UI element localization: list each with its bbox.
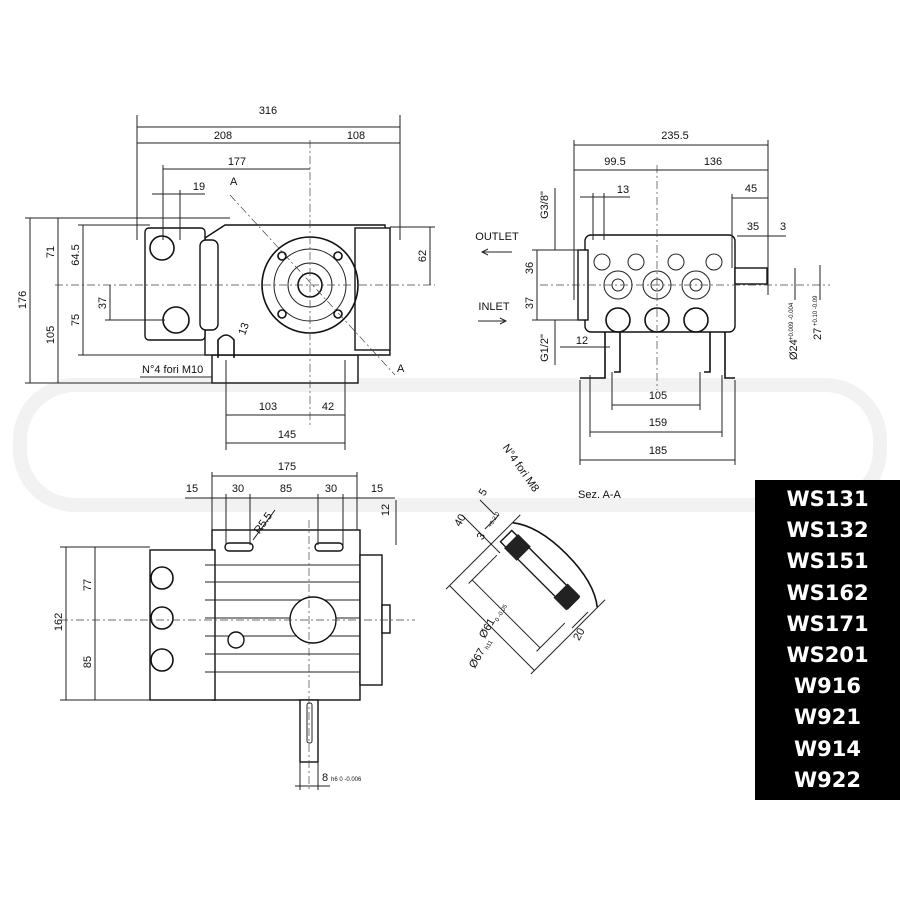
inlet-arrow-icon [478, 317, 508, 325]
watermark [13, 378, 887, 512]
dim-316: 316 [259, 105, 277, 117]
pump-side-body [144, 224, 391, 384]
dim-64-5: 64.5 [70, 244, 82, 265]
dim-37: 37 [524, 297, 536, 309]
dim-108: 108 [347, 130, 365, 142]
dim-62: 62 [417, 250, 429, 262]
dim-30-left: 30 [232, 483, 244, 495]
model-item: WS131 [786, 487, 869, 512]
key-width-tol: h6 0 -0.006 [331, 777, 362, 783]
front-view: 235.5 99.5 136 13 45 35 3 OUTLET INLET G… [475, 130, 830, 465]
inlet-thread: G1/2" [539, 334, 551, 362]
holes-note-m10: N°4 fori M10 [142, 364, 203, 376]
dim-36: 36 [524, 262, 536, 274]
model-item: W914 [794, 736, 861, 761]
dim-35: 35 [747, 221, 759, 233]
dim-13: 13 [617, 184, 629, 196]
model-item: WS171 [786, 611, 869, 636]
dim-45: 45 [745, 183, 757, 195]
outlet-arrow-icon [480, 248, 512, 256]
dim-15-right: 15 [371, 483, 383, 495]
dim-145: 145 [278, 429, 296, 441]
section-title: Sez. A-A [578, 489, 621, 501]
top-view: 175 15 30 85 30 15 R5.5 12 162 77 85 8 h… [53, 461, 415, 790]
dim-75: 75 [70, 314, 82, 326]
dim-3: 3 [475, 531, 488, 542]
model-item: W922 [794, 767, 861, 792]
dim-5: 5 [477, 487, 490, 498]
model-item: WS162 [786, 580, 869, 605]
dim-208: 208 [214, 130, 232, 142]
dim-105: 105 [45, 326, 57, 344]
dim-67: Ø67 [467, 646, 488, 670]
dim-13: 13 [236, 321, 251, 337]
model-item: W921 [794, 705, 861, 730]
dim-42: 42 [322, 401, 334, 413]
dim-235-5: 235.5 [661, 130, 689, 142]
model-item: WS151 [786, 549, 869, 574]
dim-162: 162 [53, 613, 65, 631]
dim-159: 159 [649, 417, 667, 429]
dim-37: 37 [97, 297, 109, 309]
dim-30-right: 30 [325, 483, 337, 495]
dim-105: 105 [649, 390, 667, 402]
shaft-diameter-dim: Ø24 +0.009 -0.004 [788, 302, 800, 360]
shaft-diameter: Ø24 [788, 339, 800, 360]
dim-175: 175 [278, 461, 296, 473]
model-list: WS131 WS132 WS151 WS162 WS171 WS201 W916… [755, 480, 900, 800]
dim-67-tol: h11 [485, 639, 495, 651]
pump-top-body [149, 529, 391, 763]
model-item: WS201 [786, 643, 869, 668]
dim-40: 40 [452, 512, 469, 529]
key-height-tol: +0.10 -0.09 [813, 295, 819, 326]
dim-103: 103 [259, 401, 277, 413]
dim-99-5: 99.5 [604, 156, 625, 168]
dim-136: 136 [704, 156, 722, 168]
side-view: 316 208 108 177 19 176 71 105 64.5 75 37… [17, 105, 435, 450]
pump-front-body [577, 234, 768, 379]
dim-19: 19 [193, 181, 205, 193]
dim-15-left: 15 [186, 483, 198, 495]
dim-12: 12 [380, 504, 392, 516]
dim-85-vertical: 85 [82, 656, 94, 668]
inlet-label: INLET [478, 301, 509, 313]
model-item: WS132 [786, 518, 869, 543]
outlet-label: OUTLET [475, 231, 519, 243]
outlet-thread: G3/8" [539, 191, 551, 219]
holes-note-m8: N°4 fori M8 [500, 442, 541, 494]
key-height-dim: 27 +0.10 -0.09 [812, 295, 824, 340]
model-item: W916 [794, 674, 861, 699]
dim-71: 71 [45, 246, 57, 258]
dim-3-tol: +0.2 0 [488, 511, 502, 529]
dim-176: 176 [17, 291, 29, 309]
dim-185: 185 [649, 445, 667, 457]
dim-3: 3 [780, 221, 786, 233]
dim-177: 177 [228, 156, 246, 168]
section-mark-a-bottom: A [397, 363, 405, 375]
shaft-diameter-tol: +0.009 -0.004 [789, 302, 795, 340]
dim-61-tol: 0 -0.05 [495, 603, 510, 623]
section-mark-a-top: A [230, 176, 238, 188]
dim-20: 20 [571, 626, 588, 643]
key-width: 8 [322, 772, 328, 784]
dim-85: 85 [280, 483, 292, 495]
dim-12: 12 [576, 335, 588, 347]
dim-77: 77 [82, 579, 94, 591]
section-a-a: Sez. A-A N°4 fori M8 40 5 3 +0.2 0 Ø61 0… [445, 442, 621, 675]
key-height: 27 [812, 328, 824, 340]
